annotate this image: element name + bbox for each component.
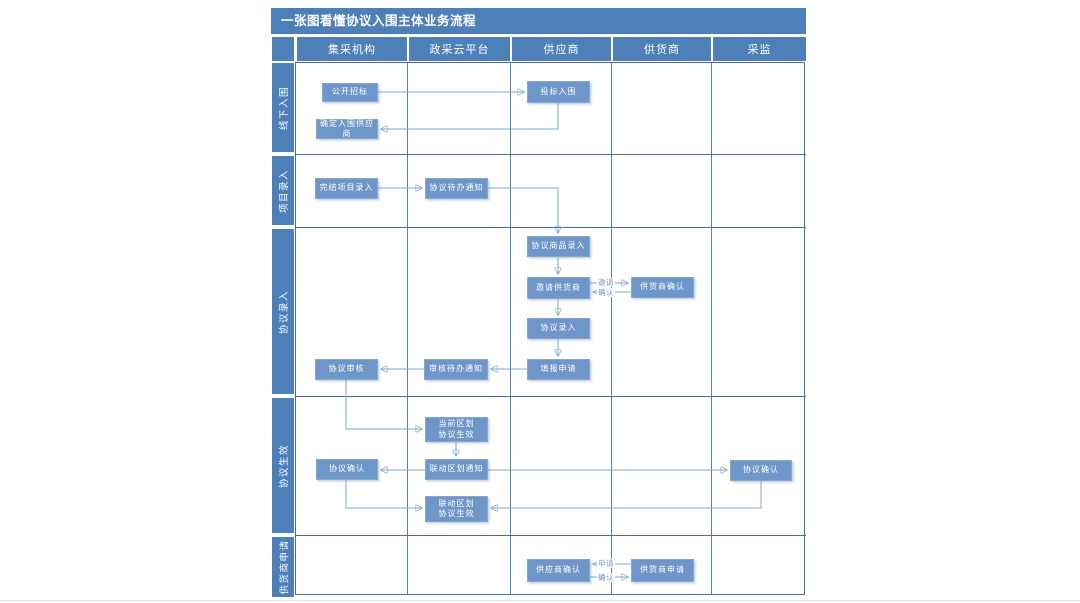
grid-line bbox=[711, 62, 712, 595]
node-agreement-entry: 协议录入 bbox=[527, 318, 590, 339]
node-agreement-confirm-supervision: 协议确认 bbox=[730, 460, 792, 481]
node-supplier-confirm: 供应商确认 bbox=[527, 559, 590, 582]
row-label-vendor-application: 供货商申请 bbox=[272, 537, 294, 597]
node-confirm-shortlist-suppliers: 确定入围供应商 bbox=[316, 119, 378, 139]
node-linked-division-effective: 联动区划 协议生效 bbox=[425, 496, 488, 522]
row-label-header-stub bbox=[272, 37, 294, 61]
grid-line bbox=[407, 62, 408, 595]
edge-label-invite: 邀请 bbox=[597, 278, 615, 287]
column-header-vendor: 供货商 bbox=[613, 37, 711, 61]
flowchart-title: 一张图看懂协议入围主体业务流程 bbox=[281, 14, 477, 28]
flowchart-title-bar: 一张图看懂协议入围主体业务流程 bbox=[271, 8, 806, 34]
node-agreement-todo-notice: 协议待办通知 bbox=[425, 178, 488, 199]
node-fill-application: 填报申请 bbox=[527, 359, 590, 380]
column-header-procurement-agency: 集采机构 bbox=[297, 37, 407, 61]
node-vendor-apply: 供货商申请 bbox=[631, 559, 694, 582]
grid-line bbox=[295, 535, 806, 536]
node-vendor-confirm: 供货商确认 bbox=[631, 277, 694, 298]
grid-line bbox=[510, 62, 511, 595]
row-label-agreement-effective: 协议生效 bbox=[272, 398, 294, 533]
node-public-bidding: 公开招标 bbox=[322, 83, 378, 102]
row-label-agreement-entry: 协议录入 bbox=[272, 229, 294, 394]
node-finish-project-entry: 完结项目录入 bbox=[315, 178, 378, 199]
node-agreement-confirm-agency: 协议确认 bbox=[316, 459, 378, 480]
node-bid-shortlist: 投标入围 bbox=[527, 81, 590, 103]
edge-label-apply: 申请 bbox=[597, 559, 615, 568]
grid-line bbox=[295, 396, 806, 397]
node-agreement-review: 协议审核 bbox=[315, 359, 378, 380]
row-label-project-entry: 项目录入 bbox=[272, 156, 294, 225]
node-current-division-effective: 当前区划 协议生效 bbox=[425, 417, 488, 442]
column-header-supervision: 采监 bbox=[713, 37, 806, 61]
node-linked-division-notice: 联动区划通知 bbox=[425, 459, 488, 480]
grid-line bbox=[295, 154, 806, 155]
node-invite-vendors: 邀请供货商 bbox=[527, 277, 590, 299]
edge-label-invite-confirm: 确认 bbox=[597, 288, 615, 297]
row-label-offline-shortlist: 线下入围 bbox=[272, 63, 294, 152]
edge-label-apply-confirm: 确认 bbox=[597, 573, 615, 582]
column-header-zhengcaiyun-platform: 政采云平台 bbox=[409, 37, 510, 61]
grid-line bbox=[295, 227, 806, 228]
grid-line bbox=[611, 62, 612, 595]
node-review-todo-notice: 审核待办通知 bbox=[424, 359, 488, 380]
column-header-supplier: 供应商 bbox=[512, 37, 611, 61]
node-agreement-goods-entry: 协议商品录入 bbox=[527, 236, 590, 257]
page-bottom-divider bbox=[0, 600, 1080, 601]
